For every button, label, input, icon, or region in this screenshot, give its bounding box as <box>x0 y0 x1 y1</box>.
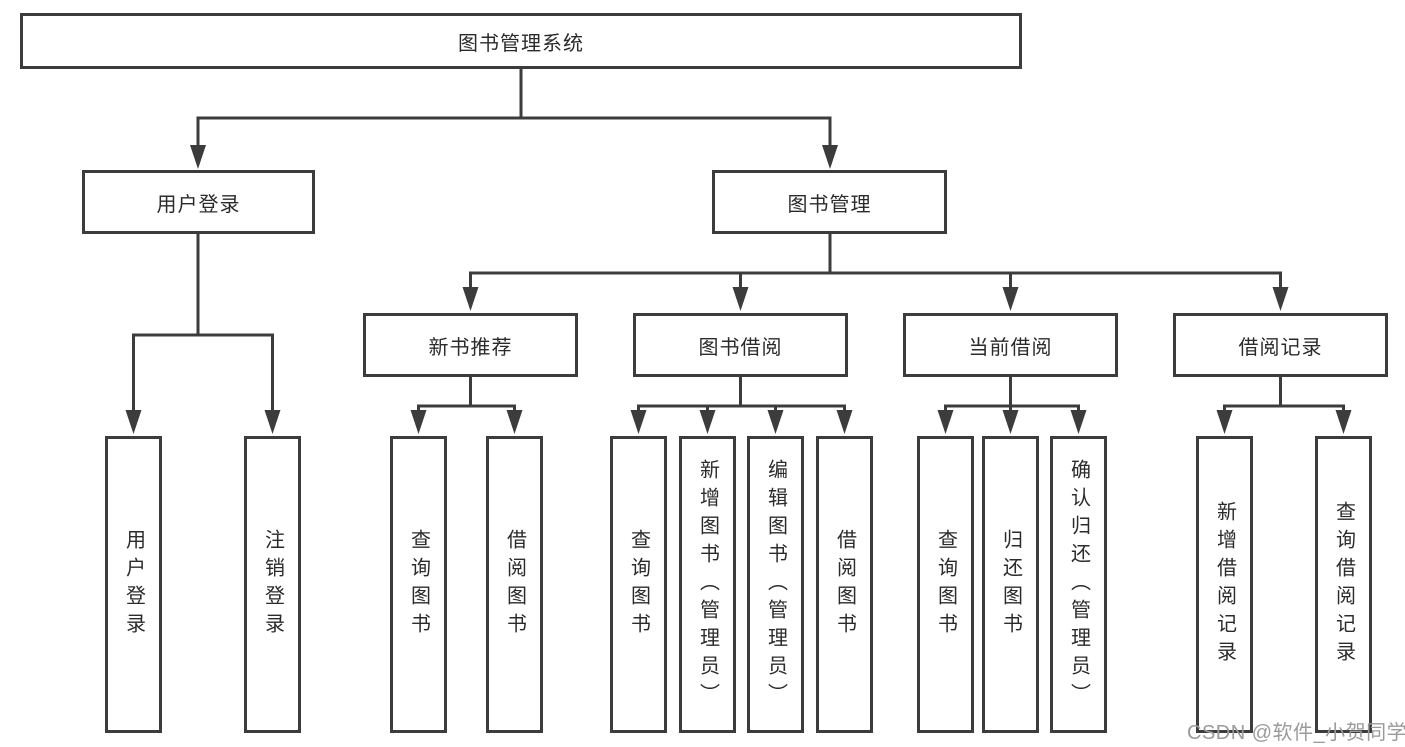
connector-login-group <box>125 232 281 434</box>
leaf-query-books: 查询图书 <box>610 436 667 733</box>
leaf-add-borrow-record: 新增借阅记录 <box>1196 436 1253 733</box>
connector-current-group <box>937 376 1087 434</box>
leaf-confirm-return-admin: 确认归还（管理员） <box>1050 436 1107 733</box>
leaf-user-login: 用户登录 <box>105 436 162 733</box>
connector-root-to-level2 <box>190 68 838 169</box>
node-label: 查询借阅记录 <box>1332 500 1355 669</box>
node-label: 新增借阅记录 <box>1213 500 1236 669</box>
node-label: 编辑图书（管理员） <box>764 458 787 711</box>
node-label: 查询图书 <box>934 528 957 641</box>
node-label: 查询图书 <box>627 528 650 641</box>
leaf-return-books: 归还图书 <box>982 436 1039 733</box>
node-new-book-recommend: 新书推荐 <box>363 313 578 377</box>
node-label: 注销登录 <box>261 528 284 641</box>
node-system-root: 图书管理系统 <box>20 13 1022 69</box>
node-user-login: 用户登录 <box>82 170 315 234</box>
leaf-query-books: 查询图书 <box>390 436 447 733</box>
leaf-edit-books-admin: 编辑图书（管理员） <box>747 436 804 733</box>
node-borrowing-records: 借阅记录 <box>1173 313 1388 377</box>
connector-mgmt-to-level3 <box>462 232 1289 311</box>
connector-borrowing-group <box>630 376 853 434</box>
leaf-logout: 注销登录 <box>244 436 301 733</box>
node-label: 查询图书 <box>407 528 430 641</box>
node-label: 确认归还（管理员） <box>1067 458 1090 711</box>
leaf-query-books: 查询图书 <box>917 436 974 733</box>
node-label: 用户登录 <box>122 528 145 641</box>
node-label: 借阅图书 <box>503 528 526 641</box>
node-label: 用户登录 <box>156 193 241 216</box>
node-label: 新书推荐 <box>428 336 513 359</box>
node-label: 归还图书 <box>999 528 1022 641</box>
connector-recommend-group <box>410 376 523 434</box>
node-label: 图书管理 <box>787 193 872 216</box>
node-book-borrowing: 图书借阅 <box>633 313 848 377</box>
leaf-borrow-books: 借阅图书 <box>486 436 543 733</box>
watermark: CSDN @软件_小贺同学 <box>1187 722 1405 744</box>
leaf-borrow-books: 借阅图书 <box>816 436 873 733</box>
node-label: 图书借阅 <box>698 336 783 359</box>
node-book-management: 图书管理 <box>712 170 947 234</box>
node-current-borrowing: 当前借阅 <box>903 313 1118 377</box>
node-label: 新增图书（管理员） <box>696 458 719 711</box>
leaf-query-borrow-record: 查询借阅记录 <box>1315 436 1372 733</box>
leaf-add-books-admin: 新增图书（管理员） <box>679 436 736 733</box>
node-label: 图书管理系统 <box>458 32 584 55</box>
connector-record-group <box>1216 376 1352 434</box>
node-label: 借阅记录 <box>1238 336 1323 359</box>
node-label: 当前借阅 <box>968 336 1053 359</box>
node-label: 借阅图书 <box>833 528 856 641</box>
